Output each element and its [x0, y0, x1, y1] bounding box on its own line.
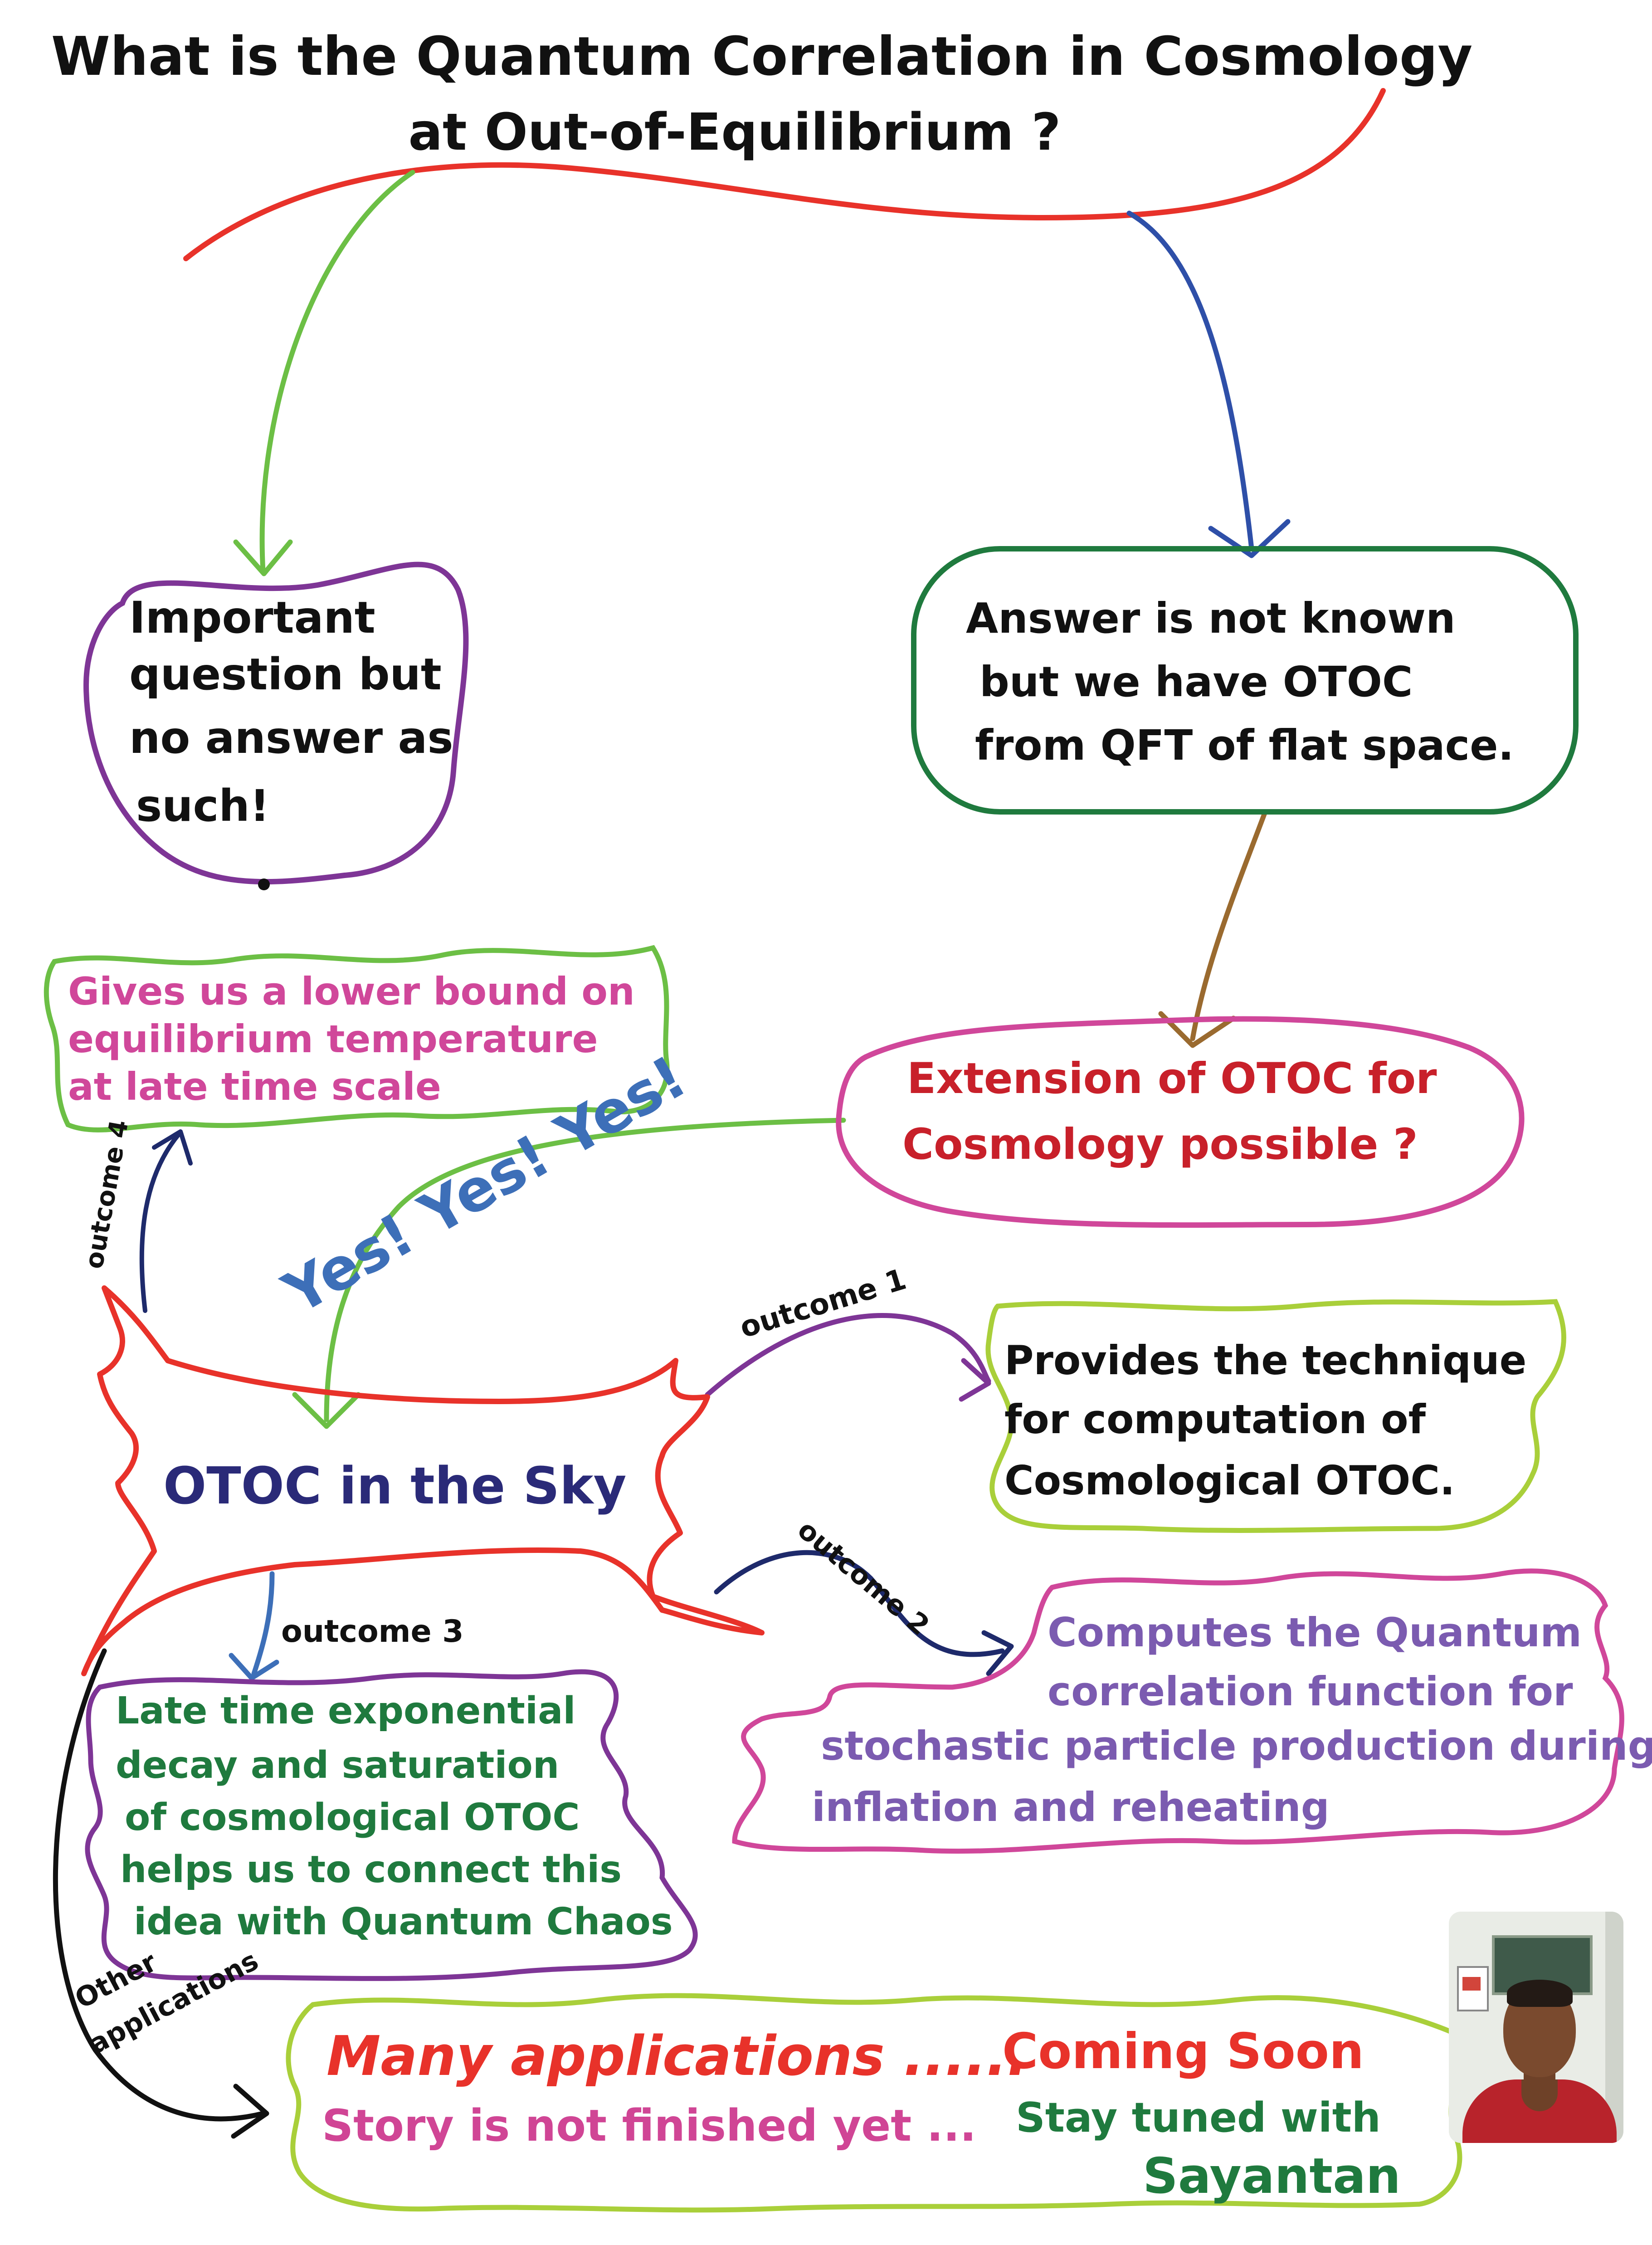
- wall-panel: [1605, 1912, 1623, 2143]
- quantum-line-3: stochastic particle production during: [821, 1723, 1652, 1769]
- late-time-line-4: helps us to connect this: [120, 1848, 622, 1891]
- arrowhead-outcome4: [152, 1129, 193, 1166]
- late-time-line-1: Late time exponential: [116, 1689, 576, 1733]
- edge-label-outcome3: outcome 3: [281, 1614, 464, 1650]
- edge-answer-to-extension: [1190, 809, 1268, 1041]
- presenter-hair: [1507, 1980, 1573, 2007]
- important-line-4: such!: [136, 781, 270, 831]
- node-important-question-text: Important question but no answer as such…: [129, 592, 453, 831]
- arrowhead-important: [233, 539, 293, 576]
- edge-label-outcome1: outcome 1: [736, 1263, 910, 1345]
- quantum-line-4: inflation and reheating: [812, 1784, 1330, 1830]
- arrowhead-answer: [1208, 519, 1291, 558]
- arrowhead-otoc-sky: [292, 1392, 361, 1429]
- node-otoc-sky-border: [81, 1285, 765, 1676]
- edge-label-other-applications: Other applications: [70, 1945, 263, 2060]
- quantum-line-2: correlation function for: [1048, 1668, 1573, 1715]
- important-line-3: no answer as: [129, 713, 453, 763]
- many-apps-line-3-green: Sayantan: [1143, 2148, 1401, 2205]
- title-line-2: at Out-of-Equilibrium ?: [408, 103, 1061, 162]
- lower-bound-line-2: equilibrium temperature: [68, 1017, 598, 1061]
- technique-line-1: Provides the technique: [1004, 1337, 1526, 1384]
- title-line-1: What is the Quantum Correlation in Cosmo…: [51, 25, 1473, 88]
- extension-line-2: Cosmology possible ?: [902, 1120, 1418, 1169]
- late-time-line-2: decay and saturation: [116, 1744, 559, 1787]
- node-lower-bound-border: [44, 945, 670, 1132]
- technique-line-2: for computation of: [1004, 1396, 1427, 1443]
- edge-outcome3: [251, 1571, 275, 1676]
- edge-other-applications: [53, 1648, 266, 2122]
- edge-title-to-important: [259, 170, 415, 574]
- wall-frame: [1457, 1966, 1489, 2011]
- node-quantum-correlation-text: Computes the Quantum correlation functio…: [812, 1609, 1652, 1830]
- edge-label-outcome4: outcome 4: [79, 1118, 135, 1271]
- important-line-1: Important: [129, 592, 375, 643]
- edge-label-outcome2: outcome 2: [791, 1514, 935, 1642]
- important-line-2: question but: [129, 649, 442, 700]
- lower-bound-line-1: Gives us a lower bound on: [68, 969, 635, 1014]
- arrowhead-outcome2: [981, 1630, 1014, 1676]
- many-apps-line-1-red2: Coming Soon: [1002, 2023, 1364, 2080]
- many-apps-line-2-pink: Story is not finished yet ...: [322, 2100, 976, 2151]
- other-apps-line-2: applications: [83, 1945, 263, 2060]
- node-technique-text: Provides the technique for computation o…: [1004, 1337, 1526, 1504]
- important-dot: [258, 878, 270, 890]
- node-late-time-border: [85, 1669, 698, 1981]
- many-apps-line-1-red: Many applications ......: [327, 2025, 1028, 2088]
- title-underline: [183, 88, 1386, 261]
- edge-title-to-answer: [1126, 210, 1254, 551]
- arrowhead-outcome3: [229, 1653, 279, 1681]
- node-quantum-correlation-border: [732, 1568, 1624, 1854]
- node-answer-not-known-border: [911, 546, 1579, 815]
- arrowhead-extension: [1158, 1011, 1236, 1048]
- node-extension-border: [836, 1016, 1525, 1228]
- node-answer-not-known-text: Answer is not known but we have OTOC fro…: [966, 594, 1514, 770]
- lower-bound-line-3: at late time scale: [68, 1064, 441, 1109]
- presenter-photo: [1449, 1912, 1623, 2143]
- technique-line-3: Cosmological OTOC.: [1004, 1457, 1455, 1504]
- edge-outcome1: [705, 1313, 991, 1397]
- quantum-line-1: Computes the Quantum: [1048, 1609, 1582, 1656]
- arrowhead-other-applications: [231, 2084, 269, 2139]
- node-important-question-border: [83, 561, 469, 885]
- extension-line-1: Extension of OTOC for: [907, 1054, 1437, 1103]
- node-late-time-text: Late time exponential decay and saturati…: [116, 1689, 673, 1943]
- node-many-apps-text: Many applications ...... Coming Soon Sto…: [322, 2023, 1401, 2205]
- edge-outcome4: [139, 1132, 181, 1313]
- many-apps-line-2-green: Stay tuned with: [1016, 2094, 1381, 2142]
- edge-outcome2: [714, 1550, 1005, 1657]
- node-otoc-sky-text: OTOC in the Sky: [163, 1457, 627, 1516]
- answer-line-3: from QFT of flat space.: [975, 721, 1514, 770]
- arrowhead-outcome1: [959, 1358, 991, 1402]
- node-extension-text: Extension of OTOC for Cosmology possible…: [902, 1054, 1437, 1169]
- late-time-line-3: of cosmological OTOC: [125, 1796, 580, 1839]
- node-lower-bound-text: Gives us a lower bound on equilibrium te…: [68, 969, 635, 1109]
- edge-extension-to-otoc-sky: [324, 1118, 846, 1422]
- node-many-apps-border: [286, 1993, 1462, 2213]
- late-time-line-5: idea with Quantum Chaos: [134, 1900, 673, 1943]
- answer-line-1: Answer is not known: [966, 594, 1456, 643]
- answer-line-2: but we have OTOC: [980, 658, 1413, 706]
- node-technique-border: [985, 1299, 1567, 1533]
- title: What is the Quantum Correlation in Cosmo…: [51, 25, 1473, 162]
